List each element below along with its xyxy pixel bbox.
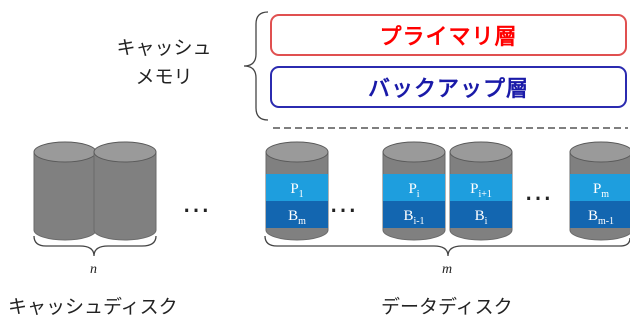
- backup-block-label: Bm-1: [588, 208, 614, 227]
- backup-layer-label: バックアップ層: [367, 77, 529, 102]
- cache-memory-label-line2: メモリ: [135, 66, 193, 88]
- backup-block: [570, 201, 630, 228]
- data-disk-label: データディスク: [381, 296, 513, 318]
- primary-block-label: Pi+1: [470, 181, 492, 200]
- cache-ellipsis: …: [182, 186, 210, 219]
- backup-block: [450, 201, 512, 228]
- primary-block: [570, 174, 630, 201]
- backup-block: [266, 201, 328, 228]
- data-disk-count: m: [442, 262, 452, 277]
- primary-block: [266, 174, 328, 201]
- cylinder-body: [449, 151, 513, 241]
- cache-disk-brace: [33, 235, 157, 257]
- cylinder-body: [382, 151, 446, 241]
- primary-block-label: Pm: [593, 181, 609, 200]
- backup-layer-box: バックアップ層: [270, 66, 627, 108]
- primary-block-label: Pi: [408, 181, 419, 200]
- memory-brace: [243, 11, 269, 121]
- backup-block: [383, 201, 445, 228]
- cylinder-top: [569, 141, 630, 163]
- cache-memory-label-line1: キャッシュ: [116, 37, 212, 59]
- data-disk: Pi+1Bi: [449, 141, 513, 241]
- cylinder-body: [265, 151, 329, 241]
- cylinder-body: [33, 151, 97, 241]
- cylinder-top: [382, 141, 446, 163]
- primary-layer-label: プライマリ層: [379, 25, 518, 50]
- primary-block: [450, 174, 512, 201]
- data-ellipsis-2: …: [524, 174, 552, 207]
- cache-disk-count: n: [90, 262, 97, 277]
- cylinder-body: [93, 151, 157, 241]
- cache-disk: [33, 141, 97, 241]
- cylinder-top: [93, 141, 157, 163]
- cylinder-body: [569, 151, 630, 241]
- cache-memory-label: キャッシュ メモリ: [104, 34, 224, 92]
- backup-block-label: Bm: [288, 208, 306, 227]
- backup-block-label: Bi-1: [403, 208, 424, 227]
- primary-block: [383, 174, 445, 201]
- cache-disk: [93, 141, 157, 241]
- backup-block-label: Bi: [475, 208, 488, 227]
- cache-disk-label: キャッシュディスク: [8, 296, 178, 318]
- primary-layer-box: プライマリ層: [270, 14, 627, 56]
- cylinder-top: [265, 141, 329, 163]
- data-ellipsis-1: …: [329, 186, 357, 219]
- data-disk-brace: [264, 235, 630, 257]
- primary-block-label: P1: [290, 181, 303, 200]
- cylinder-top: [33, 141, 97, 163]
- cylinder-top: [449, 141, 513, 163]
